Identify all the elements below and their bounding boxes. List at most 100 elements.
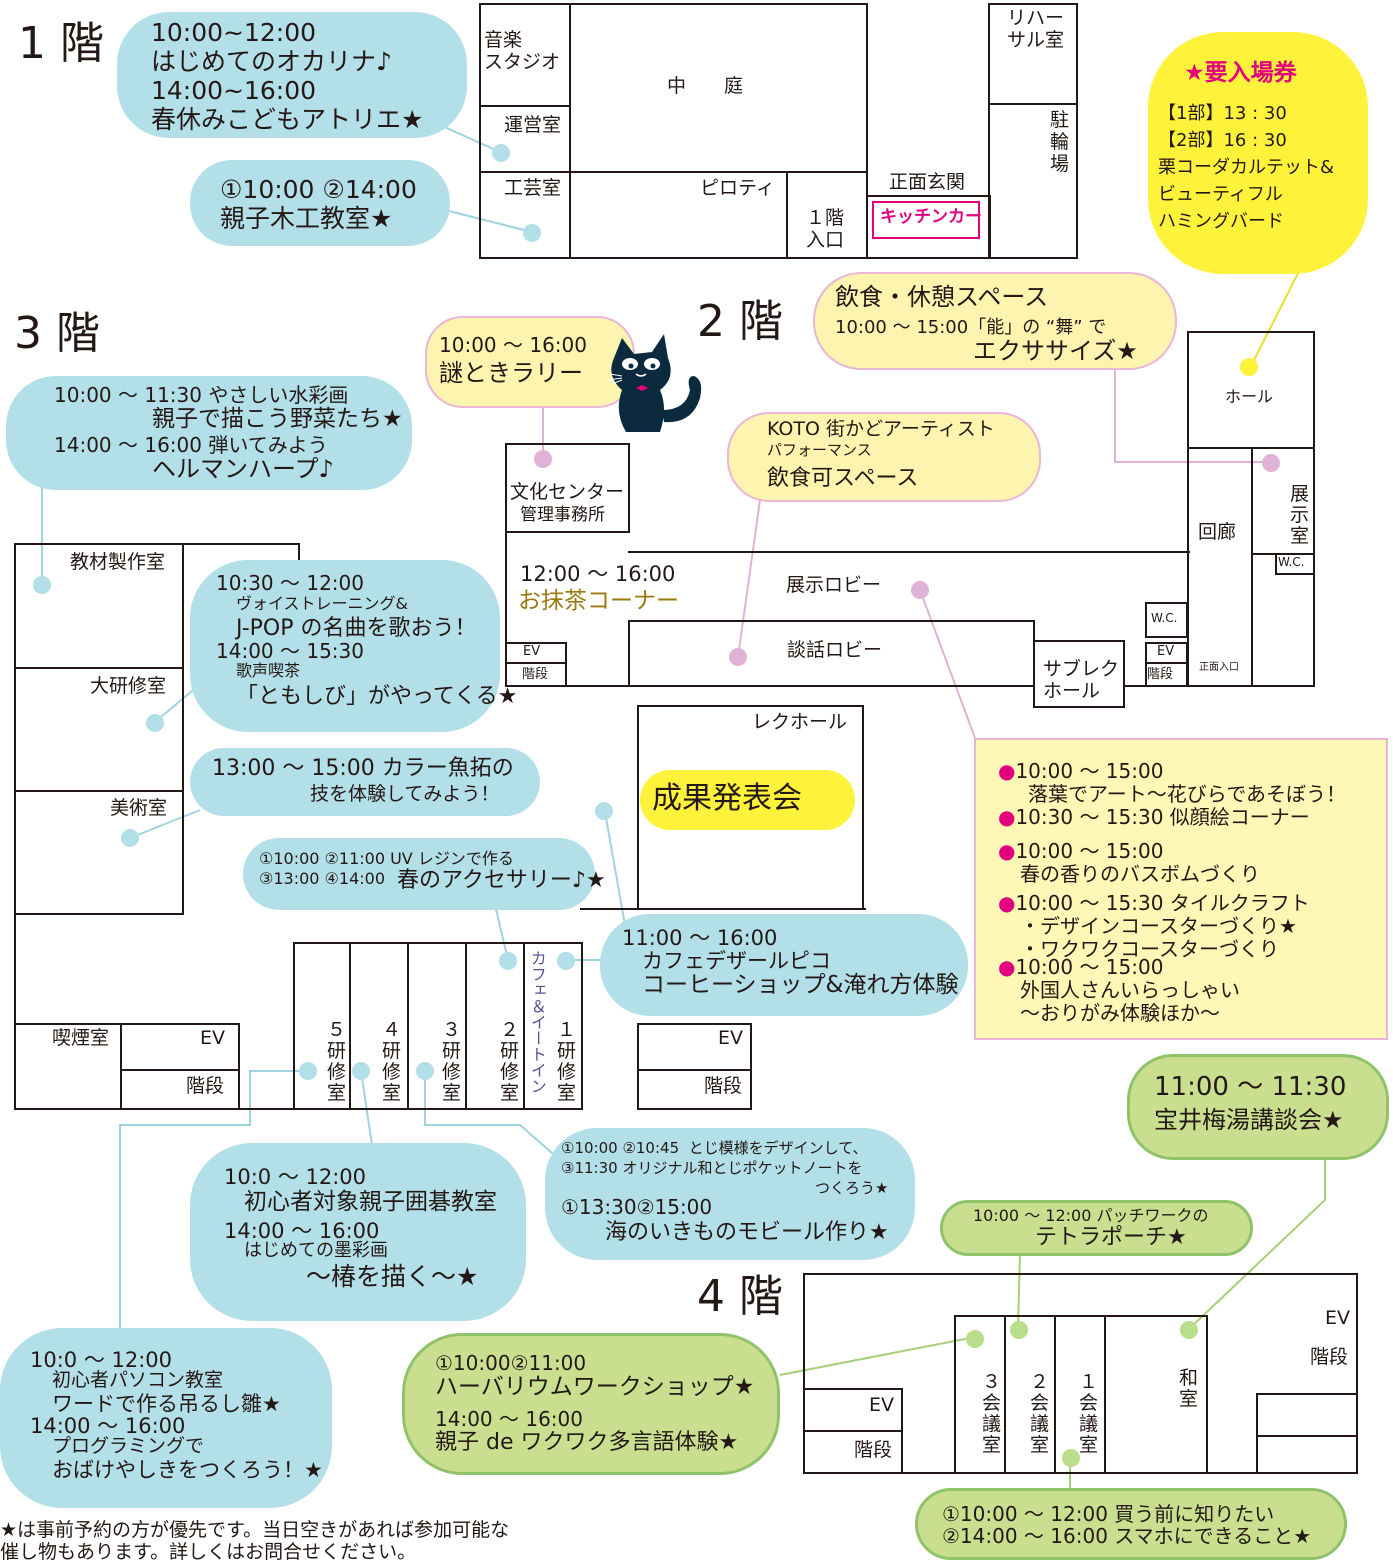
- f3-b3-l1: 13:00 ～ 15:00 カラー魚拓の: [212, 756, 514, 781]
- f3-room-kyozai-label: 教材製作室: [70, 551, 166, 573]
- seika-badge: 成果発表会: [640, 770, 855, 830]
- f4-box-2: [1256, 1435, 1358, 1474]
- f4-b3-l2: ハーバリウムワークショップ★: [435, 1374, 755, 1400]
- f3-kaidan-1-label: 階段: [186, 1075, 225, 1097]
- f3-b2-l5: 歌声喫茶: [236, 661, 301, 680]
- f2-room-kanri-label: 管理事務所: [520, 505, 605, 525]
- f2-room-bunka[interactable]: [505, 443, 630, 533]
- f1-bubble-atelier-l3: 14:00~16:00: [151, 76, 317, 105]
- f4-dot-kai1: [1062, 1449, 1080, 1467]
- f3-room-lechall-label: レクホール: [752, 711, 848, 733]
- cat-mascot-icon: [607, 334, 702, 432]
- f3-b8-l3: ワードで作る吊るし雛★: [52, 1392, 281, 1416]
- f4-b1-l1: 11:00 ～ 11:30: [1154, 1072, 1347, 1102]
- f4-b3-l3: 14:00 ～ 16:00: [435, 1407, 583, 1431]
- f3-cafe-label: カフェ＆イートイン: [527, 950, 547, 1094]
- f3-ev-2-label: EV: [718, 1027, 744, 1049]
- f3-room-bijutsu-label: 美術室: [110, 797, 168, 819]
- f3-b4-l3: 春のアクセサリー♪★: [397, 868, 606, 893]
- f4-ev-2-label: EV: [1325, 1307, 1351, 1329]
- f2-ev-2-label: EV: [1157, 644, 1175, 659]
- f3-b7-l5: 海のいきものモビール作り★: [605, 1220, 889, 1245]
- f4-bubble-patchwork: 10:00 ～ 12:00 パッチワークの テトラポーチ★: [940, 1200, 1253, 1256]
- f3-wall-top-right: [298, 543, 300, 563]
- f3-b8-l6: おばけやしきをつくろう！★: [52, 1458, 323, 1482]
- f3-b7-l3: つくろう★: [815, 1179, 889, 1197]
- f3-b6-l1: 10:0 ～ 12:00: [224, 1165, 367, 1189]
- f3-wall-left: [14, 913, 16, 1023]
- ticket-l1: 【1部】13 : 30: [1158, 103, 1287, 124]
- f1-bubble-mokko-l2: 親子木工教室★: [220, 204, 393, 233]
- f3-room-ken4-label: ４ 研 修 室: [382, 1019, 402, 1104]
- f2-kairo-label: 回廊: [1198, 521, 1237, 543]
- f2-tea-name: お抹茶コーナー: [518, 588, 679, 614]
- f1-entrance-label: １階 入口: [806, 207, 845, 251]
- f2-kairo: [1187, 447, 1253, 687]
- f2-room-sublec[interactable]: [1033, 640, 1125, 708]
- f3-b2-l4: 14:00 ～ 15:30: [216, 639, 364, 663]
- f4-ev-1-label: EV: [869, 1394, 895, 1416]
- f3-b7-l1: ①10:00 ②10:45 とじ模様をデザインして、: [561, 1139, 868, 1157]
- f4-b3-l1: ①10:00②11:00: [435, 1351, 587, 1375]
- f2-wc-2: [1275, 553, 1315, 575]
- f1-genkan-box: [866, 195, 991, 259]
- seika-label: 成果発表会: [652, 781, 802, 816]
- ticket-l5: ハミングバード: [1158, 211, 1284, 232]
- f1-room-rehearsal[interactable]: [988, 3, 1078, 105]
- f2-list-item-4: ●10:00 ～ 15:30 タイルクラフト ・デザインコースターづくり★ ・ワ…: [998, 891, 1310, 961]
- f2-dot-hall: [1240, 358, 1258, 376]
- f3-dot-ken2: [499, 952, 517, 970]
- floor-4-label: 4 階: [697, 1271, 783, 1322]
- f2-list-bullet-1: ●: [998, 759, 1016, 783]
- f4-box-1: [1256, 1393, 1358, 1437]
- f2-bubble-nazo-l2: 謎ときラリー: [439, 359, 583, 387]
- f2-dot-danwa: [729, 648, 747, 666]
- f3-wall-mid: [580, 908, 866, 910]
- f3-bubble-resin: ①10:00 ②11:00 UV レジンで作る ③13:00 ④14:00 春の…: [243, 838, 606, 910]
- f2-bubble-koto-l3: 飲食可スペース: [767, 466, 919, 491]
- f4-room-washitsu-label: 和 室: [1179, 1367, 1199, 1410]
- f2-room-tenji-label: 展 示 室: [1290, 483, 1310, 547]
- f2-kaidan-2-label: 階段: [1147, 667, 1174, 682]
- kitchen-car-box[interactable]: [872, 201, 980, 239]
- f3-b6-l5: ～椿を描く～★: [306, 1262, 479, 1291]
- f1-room-kogei-label: 工芸室: [504, 177, 562, 199]
- ticket-l3: 栗コーダカルテット&: [1158, 157, 1335, 178]
- f3-room-daiken-label: 大研修室: [90, 675, 167, 697]
- f2-bubble-koto-l2: パフォーマンス: [767, 441, 872, 459]
- f3-b2-l2: ヴォイストレーニング&: [236, 594, 408, 613]
- kitchen-car-label: キッチンカー: [880, 207, 982, 227]
- f2-bubble-food: 飲食・休憩スペース 10:00 ～ 15:00「能」の “舞” で エクササイズ…: [813, 272, 1177, 370]
- f2-tenji-lobby-label: 展示ロビー: [786, 574, 882, 596]
- f3-room-ken2-label: ２ 研 修 室: [500, 1019, 520, 1104]
- f2-list-item-1: ●10:00 ～ 15:00 落葉でアート～花びらであそぼう！: [998, 759, 1346, 806]
- f2-list-item-3: ●10:00 ～ 15:00 春の香りのバスボムづくり: [998, 839, 1260, 886]
- f4-ev-divider: [803, 1430, 903, 1432]
- f4-b4-l2: ②14:00 ～ 16:00 スマホにできること★: [942, 1524, 1312, 1548]
- f2-wc-2-label: W.C.: [1278, 555, 1305, 569]
- f1-dot-kogei: [523, 224, 541, 242]
- f4-room-kai3-label: ３ 会 議 室: [982, 1371, 1002, 1456]
- ticket-bubble: ★要入場券 【1部】13 : 30 【2部】16 : 30 栗コーダカルテット&…: [1148, 32, 1368, 274]
- f1-bubble-mokko: ①10:00 ②14:00 親子木工教室★: [190, 160, 450, 246]
- floor-1-label: 1 階: [18, 18, 104, 69]
- f2-tea-time: 12:00 ～ 16:00: [520, 562, 676, 586]
- ticket-title: ★要入場券: [1184, 60, 1297, 86]
- f3-room-ken3-label: ３ 研 修 室: [442, 1019, 462, 1104]
- f3-dot-ken4: [352, 1062, 370, 1080]
- f3-b8-l5: プログラミングで: [52, 1435, 205, 1457]
- ticket-l4: ビューティフル: [1158, 184, 1283, 205]
- f4-b1-l2: 宝井梅湯講談会★: [1154, 1106, 1344, 1134]
- f4-kaidan-1-label: 階段: [854, 1439, 893, 1461]
- f4-b3-l4: 親子 de ワクワク多言語体験★: [435, 1430, 739, 1455]
- f3-b2-l1: 10:30 ～ 12:00: [216, 571, 364, 595]
- f3-b8-l1: 10:0 ～ 12:00: [30, 1348, 173, 1372]
- f4-dot-kai3: [966, 1330, 984, 1348]
- f2-wall-left: [505, 531, 507, 687]
- f3-room-bijutsu[interactable]: [14, 790, 184, 915]
- floor-3-label: 3 階: [14, 308, 100, 359]
- f3-b8-l2: 初心者パソコン教室: [52, 1369, 224, 1391]
- f1-dot-unei: [492, 144, 510, 162]
- f4-room-washitsu[interactable]: [1104, 1315, 1208, 1474]
- f4-dot-washitsu: [1180, 1321, 1198, 1339]
